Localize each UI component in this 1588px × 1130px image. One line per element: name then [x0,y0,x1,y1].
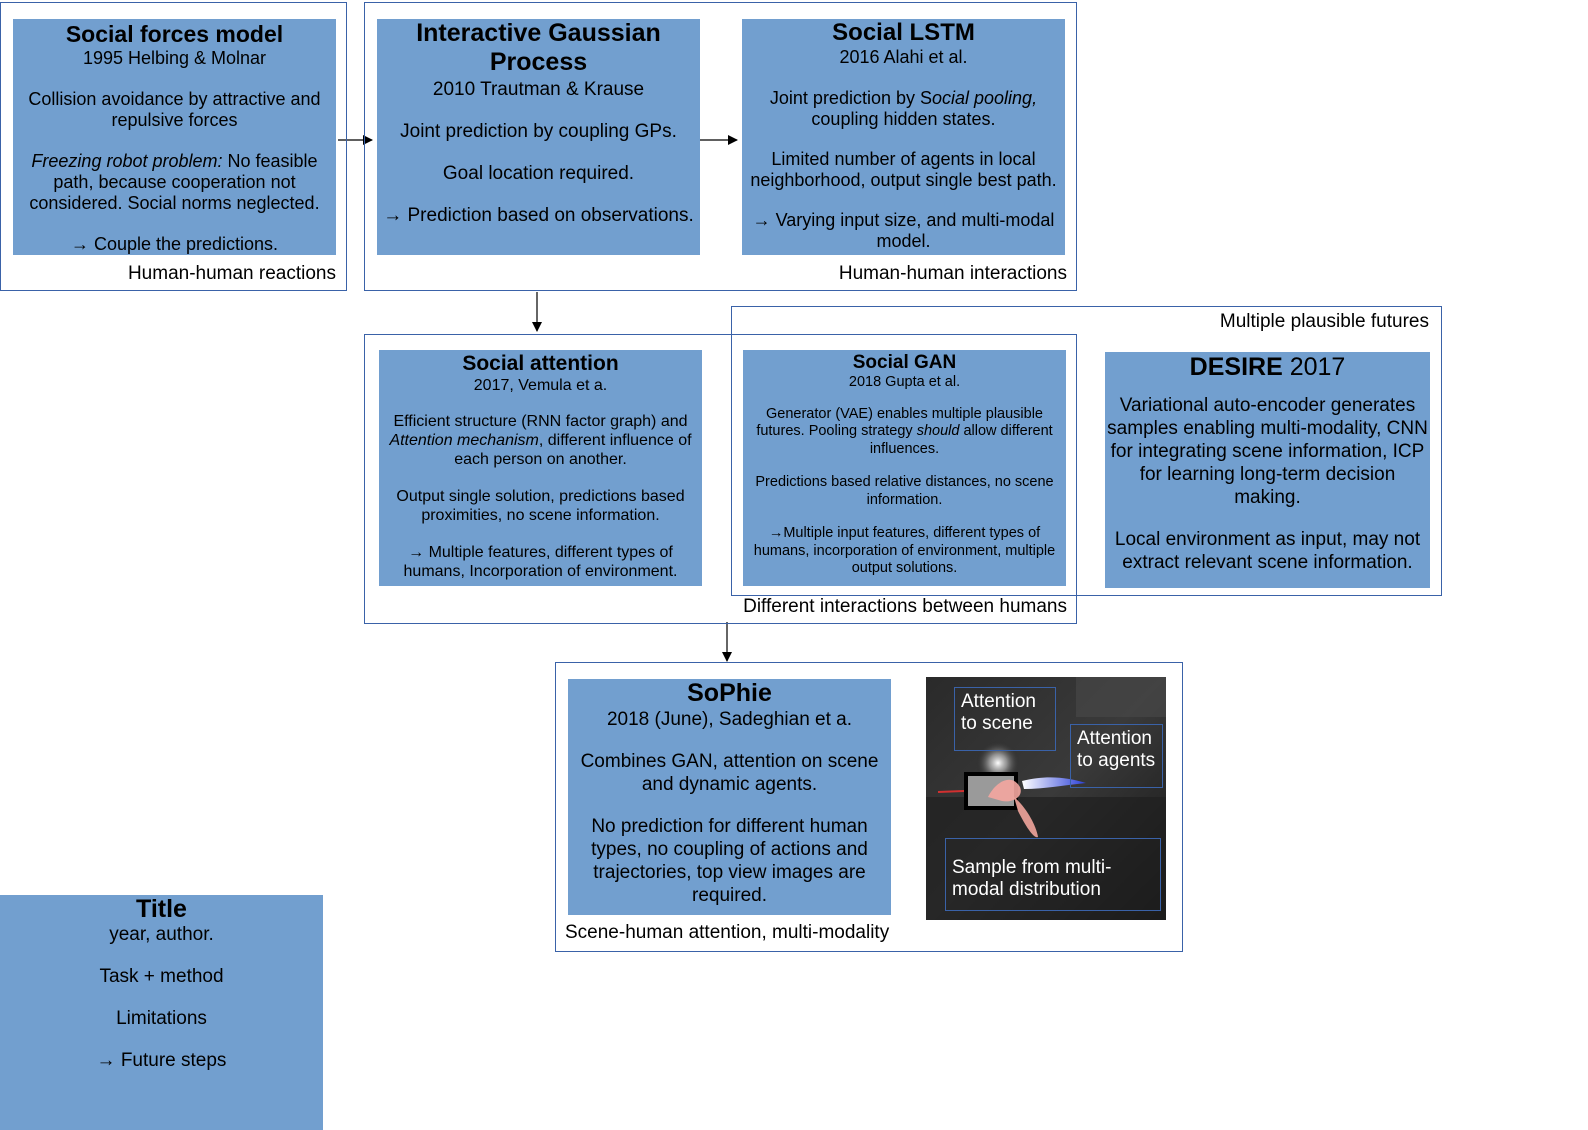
card-title: Social forces model [65,21,284,47]
desire-card: DESIRE 2017 Variational auto-encoder gen… [1105,352,1430,588]
legend-future: → Future steps [96,1050,227,1071]
card-year-author: 2018 (June), Sadeghian et a. [606,709,853,730]
legend-task: Task + method [99,966,224,987]
card-year-author: 2017, Vemula et a. [473,377,608,394]
task-text-end: coupling hidden states. [811,109,996,129]
limitation-text: No feasible path, because cooperation no… [29,151,320,213]
card-task: Combines GAN, attention on scene and dyn… [580,751,879,795]
road-shape [926,797,1166,920]
group-scene-human-attention [555,662,1183,952]
task-text-end: , different influence of each person on … [454,432,692,468]
task-text: Generator (VAE) enables multiple plausib… [756,405,1043,440]
task-italic: should [916,423,960,439]
social-attention-card: Social attention 2017, Vemula et a. Effi… [379,350,702,586]
label-sample-multimodal: Sample from multi-modal distribution [945,838,1161,911]
scene-illustration [926,677,1166,920]
task-italic: Attention mechanism [389,432,539,449]
task-italic: ocial pooling, [932,88,1038,108]
social-forces-model-card: Social forces model 1995 Helbing & Molna… [13,19,336,255]
task-text: Joint prediction by S [769,88,932,108]
card-future: →Multiple input features, different type… [753,525,1056,576]
card-title: SoPhie [687,679,772,707]
legend-title: Title [136,895,187,923]
card-year-author: 2010 Trautman & Krause [432,79,645,100]
sophie-scene-image: Attention to scene Attention to agents S… [926,677,1166,920]
pink-trajectory-upper [988,779,1021,802]
group-multiple-plausible-futures [731,306,1442,596]
social-lstm-card: Social LSTM 2016 Alahi et al. Joint pred… [742,19,1065,255]
card-title-year: 2017 [1282,353,1346,381]
card-task: Efficient structure (RNN factor graph) a… [381,412,700,469]
card-limitations: Predictions based relative distances, no… [755,474,1054,508]
card-limitations: Freezing robot problem: No feasible path… [15,151,334,214]
group-caption-different-interactions: Different interactions between humans [743,596,1067,617]
group-caption-human-human-interactions: Human-human interactions [838,263,1067,284]
pink-trajectory-lower [1014,797,1038,838]
group-different-interactions [364,334,1077,624]
card-task: Joint prediction by Social pooling, coup… [744,88,1063,130]
group-human-human-interactions [364,2,1077,291]
card-task: Collision avoidance by attractive and re… [28,89,321,130]
label-attention-to-agents: Attention to agents [1070,724,1163,788]
group-human-human-reactions [0,2,347,291]
card-limitations: Output single solution, predictions base… [396,488,685,524]
card-limitations: Limited number of agents in local neighb… [750,149,1057,190]
task-text: Efficient structure (RNN factor graph) a… [393,413,688,430]
group-caption-multiple-plausible-futures: Multiple plausible futures [1219,311,1429,332]
limitation-italic: Freezing robot problem: [31,151,223,171]
legend-card: Title year, author. Task + method Limita… [0,895,323,1130]
interactive-gaussian-process-card: Interactive Gaussian Process 2010 Trautm… [377,19,700,255]
card-title: Social GAN [852,352,957,373]
card-limitations: Local environment as input, may not extr… [1114,529,1421,573]
social-gan-card: Social GAN 2018 Gupta et al. Generator (… [743,350,1066,586]
card-year-author: 2018 Gupta et al. [848,374,961,390]
card-title: Social attention [462,352,619,375]
card-title: DESIRE 2017 [1107,352,1428,382]
sophie-card: SoPhie 2018 (June), Sadeghian et a. Comb… [568,679,891,915]
label-attention-to-scene: Attention to scene [954,687,1056,751]
card-future: → Couple the predictions. [70,234,279,254]
card-limitations: No prediction for different human types,… [591,816,868,906]
card-future: → Multiple features, different types of … [403,544,678,580]
card-title: Social LSTM [832,19,975,46]
card-task: Joint prediction by coupling GPs. [400,121,677,142]
card-limitations: Goal location required. [442,163,635,184]
card-task: Generator (VAE) enables multiple plausib… [745,406,1064,459]
card-year-author: 2016 Alahi et al. [839,47,968,67]
group-caption-human-human-reactions: Human-human reactions [127,263,336,284]
task-text-end: allow different influences. [869,423,1053,457]
card-future: → Varying input size, and multi-modal mo… [752,210,1055,251]
card-year-author: 1995 Helbing & Molnar [82,48,267,68]
building-shape [1076,677,1166,717]
card-title: Interactive Gaussian Process [416,19,661,76]
card-future: → Prediction based on observations. [383,205,694,226]
group-caption-scene-human-attention: Scene-human attention, multi-modality [565,922,890,943]
legend-limitations: Limitations [116,1008,207,1029]
card-title-bold: DESIRE [1189,353,1283,381]
legend-year-author: year, author. [109,924,214,945]
card-task: Variational auto-encoder generates sampl… [1107,395,1428,508]
